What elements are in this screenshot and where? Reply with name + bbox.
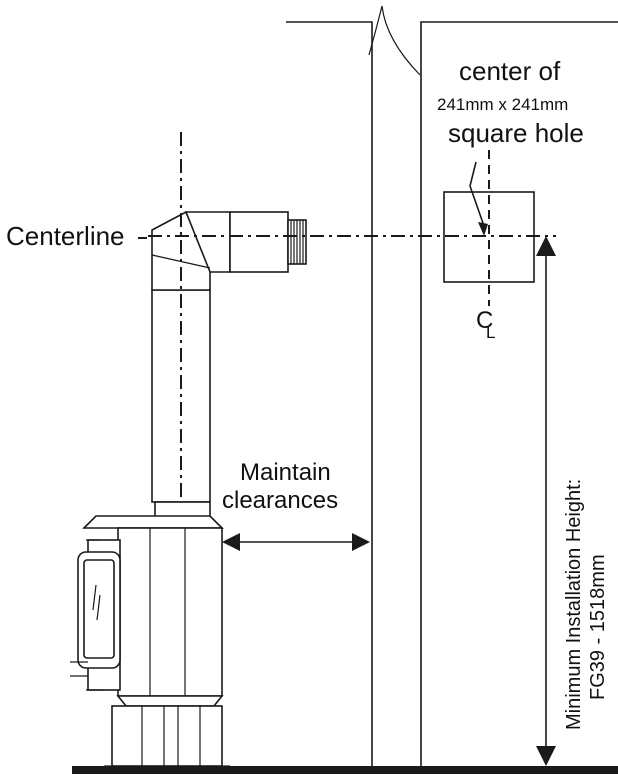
square-hole [443, 150, 535, 306]
cl-symbol: C L [476, 307, 495, 342]
clearance-label-line1: Maintain [240, 459, 331, 486]
hole-label-line3: square hole [448, 118, 584, 148]
pipe-thread [290, 220, 304, 264]
height-label-line2: FG39 - 1518mm [587, 554, 609, 700]
hole-label-line2: 241mm x 241mm [437, 95, 568, 114]
wall [286, 5, 618, 773]
height-label-line1: Minimum Installation Height: [563, 479, 585, 730]
hole-label-line1: center of [459, 56, 561, 86]
cl-symbol-c: C [476, 307, 493, 334]
clearance-arrow [222, 533, 370, 551]
height-arrow [536, 236, 556, 766]
stove [70, 501, 230, 767]
floor [72, 766, 618, 774]
centerline-label: Centerline [6, 221, 125, 251]
clearance-label-line2: clearances [222, 487, 338, 514]
cl-symbol-l: L [486, 323, 495, 342]
